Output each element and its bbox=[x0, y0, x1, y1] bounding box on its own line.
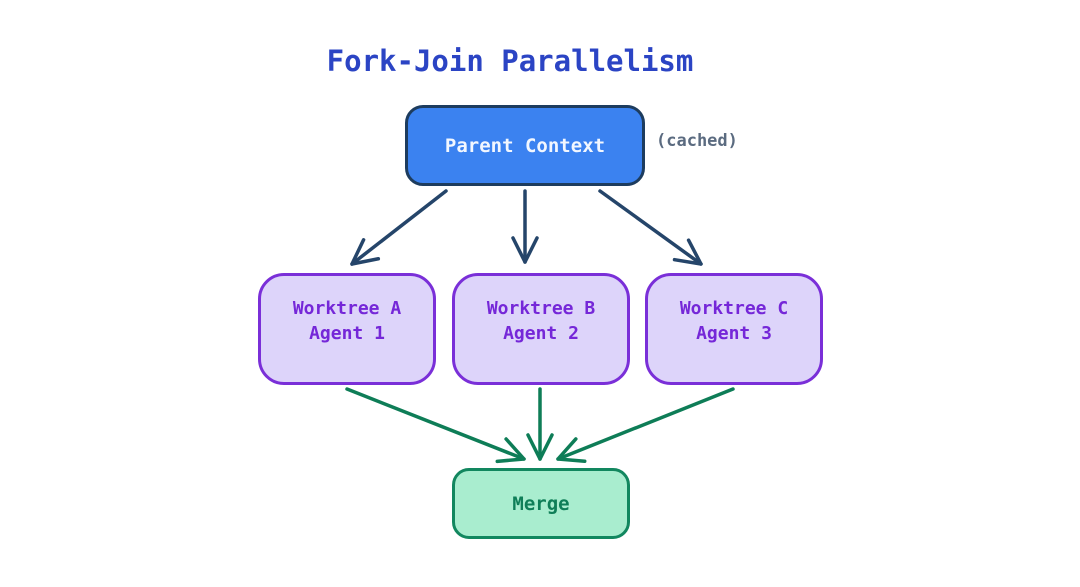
parent-context-label: Parent Context bbox=[444, 134, 606, 157]
arrow-parent-to-worktree-c bbox=[598, 189, 703, 266]
worktree-c-agent: Agent 3 bbox=[696, 323, 772, 344]
worktree-b-agent: Agent 2 bbox=[503, 323, 579, 344]
arrow-worktree-c-to-merge bbox=[556, 387, 735, 463]
node-worktree-c: Worktree C Agent 3 bbox=[645, 273, 823, 385]
merge-label: Merge bbox=[512, 492, 570, 515]
worktree-a-agent: Agent 1 bbox=[309, 323, 385, 344]
node-parent-context: Parent Context bbox=[405, 105, 645, 186]
worktree-c-name: Worktree C bbox=[679, 298, 789, 319]
node-merge: Merge bbox=[452, 468, 630, 539]
arrow-parent-to-worktree-a bbox=[350, 189, 448, 266]
worktree-a-name: Worktree A bbox=[292, 298, 402, 319]
arrow-worktree-a-to-merge bbox=[345, 387, 526, 464]
node-worktree-a: Worktree A Agent 1 bbox=[258, 273, 436, 385]
diagram-title: Fork-Join Parallelism bbox=[326, 44, 694, 78]
node-worktree-b: Worktree B Agent 2 bbox=[452, 273, 630, 385]
worktree-b-name: Worktree B bbox=[486, 298, 596, 319]
cached-annotation: (cached) bbox=[656, 131, 738, 151]
